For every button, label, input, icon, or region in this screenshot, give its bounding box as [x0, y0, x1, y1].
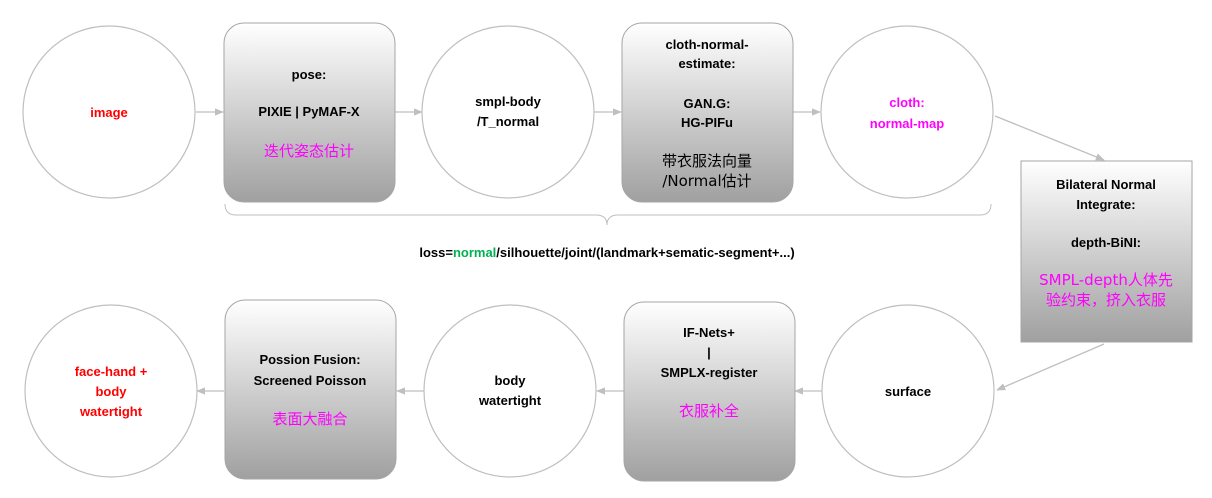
node-ifnets-cn: 衣服补全 — [679, 402, 739, 420]
node-cloth-estimate-line1: cloth-normal- — [665, 37, 748, 52]
node-ifnets-line1: IF-Nets+ — [683, 325, 735, 340]
node-cloth-estimate-line3: GAN.G: — [684, 96, 731, 111]
node-body-watertight-line1: body — [494, 373, 526, 388]
node-ifnets-line2: | — [707, 345, 711, 360]
node-pose-cn: 迭代姿态估计 — [264, 142, 354, 160]
connectors — [196, 108, 1105, 395]
node-body-watertight-line2: watertight — [478, 393, 542, 408]
node-bini-cn2: 验约束，挤入衣服 — [1046, 291, 1166, 309]
node-bini-line1: Bilateral Normal — [1056, 177, 1156, 192]
node-smpl-body-line1: smpl-body — [475, 94, 541, 109]
node-ifnets: IF-Nets+ | SMPLX-register 衣服补全 — [623, 301, 796, 482]
loss-formula: loss=normal/silhouette/joint/(landmark+s… — [419, 245, 794, 260]
node-image-label: image — [90, 105, 128, 120]
node-pose-methods: PIXIE | PyMAF-X — [258, 104, 359, 119]
node-normal-map-line1: cloth: — [889, 95, 924, 110]
node-face-hand-line1: face-hand + — [75, 364, 148, 379]
node-bini-line2: Integrate: — [1076, 197, 1135, 212]
node-bini: Bilateral Normal Integrate: depth-BiNI: … — [1020, 160, 1193, 343]
node-cloth-normal-estimate: cloth-normal- estimate: GAN.G: HG-PIFu 带… — [621, 22, 794, 203]
node-smpl-body-line2: /T_normal — [477, 114, 539, 129]
node-cloth-estimate-cn2: /Normal估计 — [662, 172, 751, 190]
node-bini-line3: depth-BiNI: — [1071, 235, 1141, 250]
node-poisson-line1: Possion Fusion: — [259, 352, 360, 367]
node-cloth-normal-map: cloth: normal-map — [820, 25, 994, 199]
node-poisson-line2: Screened Poisson — [254, 373, 367, 388]
node-surface-label: surface — [885, 384, 931, 399]
node-face-hand-line2: body — [95, 384, 127, 399]
node-face-hand-body: face-hand + body watertight — [24, 304, 198, 478]
node-poisson-cn: 表面大融合 — [272, 410, 347, 428]
node-pose: pose: PIXIE | PyMAF-X 迭代姿态估计 — [223, 22, 396, 203]
node-surface: surface — [821, 304, 995, 478]
node-cloth-estimate-line2: estimate: — [678, 56, 735, 71]
node-body-watertight: body watertight — [423, 304, 597, 478]
node-normal-map-line2: normal-map — [870, 116, 944, 131]
node-face-hand-line3: watertight — [79, 404, 143, 419]
node-poisson: Possion Fusion: Screened Poisson 表面大融合 — [224, 299, 397, 480]
node-smpl-body: smpl-body /T_normal — [421, 25, 595, 199]
node-cloth-estimate-cn1: 带衣服法向量 — [662, 152, 752, 170]
loss-brace — [224, 203, 992, 226]
node-bini-cn1: SMPL-depth人体先 — [1039, 271, 1173, 289]
node-ifnets-line3: SMPLX-register — [661, 365, 758, 380]
arrow-bini-to-surface — [996, 343, 1105, 391]
node-cloth-estimate-line4: HG-PIFu — [681, 115, 733, 130]
arrow-normal-map-to-bini — [994, 115, 1105, 161]
node-image: image — [22, 25, 196, 199]
node-pose-title: pose: — [292, 67, 327, 82]
